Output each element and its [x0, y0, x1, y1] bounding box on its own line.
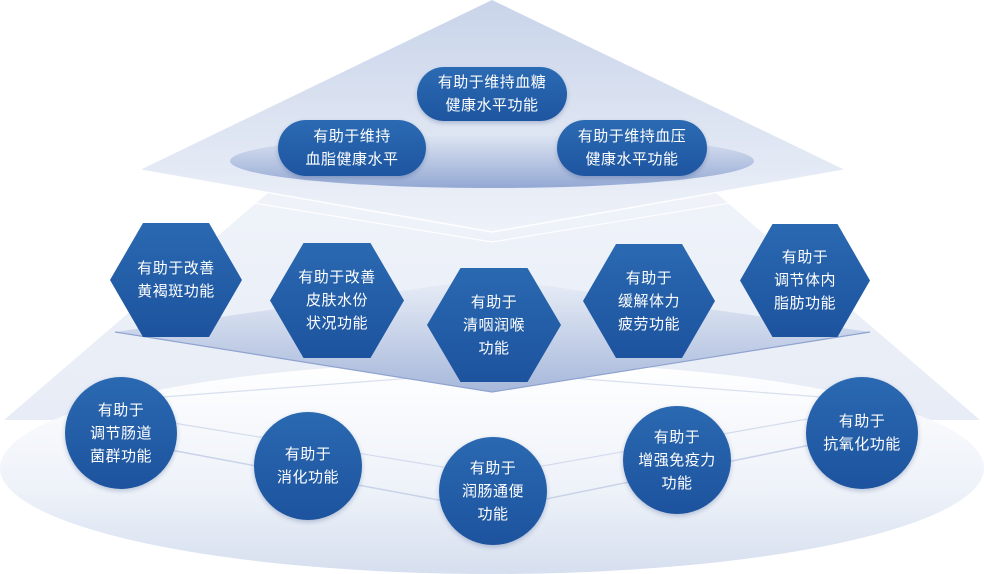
node-label: 有助于维持 血脂健康水平 — [305, 127, 399, 168]
node-label: 有助于 清咽润喉 功能 — [462, 292, 525, 357]
node-label: 有助于 调节体内 脂肪功能 — [773, 248, 836, 312]
node-melasma: 有助于改善 黄褐斑功能 — [110, 223, 242, 337]
node-immunity: 有助于 增强免疫力 功能 — [623, 406, 731, 514]
node-digestion: 有助于 消化功能 — [254, 412, 362, 520]
node-label: 有助于 调节肠道 菌群功能 — [89, 400, 152, 465]
node-label: 有助于改善 黄褐斑功能 — [137, 259, 215, 300]
node-gut-flora: 有助于 调节肠道 菌群功能 — [65, 377, 177, 489]
node-blood-sugar: 有助于维持血糖 健康水平功能 — [417, 67, 567, 121]
node-blood-lipid: 有助于维持 血脂健康水平 — [278, 120, 426, 176]
node-label: 有助于 消化功能 — [276, 445, 339, 486]
top-cone-edge — [139, 169, 846, 233]
node-label: 有助于 抗氧化功能 — [823, 412, 901, 453]
node-label: 有助于 润肠通便 功能 — [461, 458, 524, 523]
node-label: 有助于改善 皮肤水份 状况功能 — [298, 268, 376, 332]
node-blood-pressure: 有助于维持血压 健康水平功能 — [557, 120, 707, 176]
node-bowel: 有助于 润肠通便 功能 — [439, 437, 547, 545]
node-label: 有助于 缓解体力 疲劳功能 — [617, 268, 680, 333]
node-label: 有助于维持血压 健康水平功能 — [577, 127, 687, 168]
node-fatigue: 有助于 缓解体力 疲劳功能 — [583, 244, 715, 358]
node-label: 有助于维持血糖 健康水平功能 — [437, 73, 547, 114]
middle-platform-edge — [114, 331, 871, 393]
node-label: 有助于 增强免疫力 功能 — [638, 427, 716, 492]
node-body-fat: 有助于 调节体内 脂肪功能 — [740, 224, 870, 337]
top-cone-edge — [174, 189, 811, 243]
node-skin-moisture: 有助于改善 皮肤水份 状况功能 — [270, 243, 404, 358]
node-antioxidant: 有助于 抗氧化功能 — [806, 377, 918, 489]
